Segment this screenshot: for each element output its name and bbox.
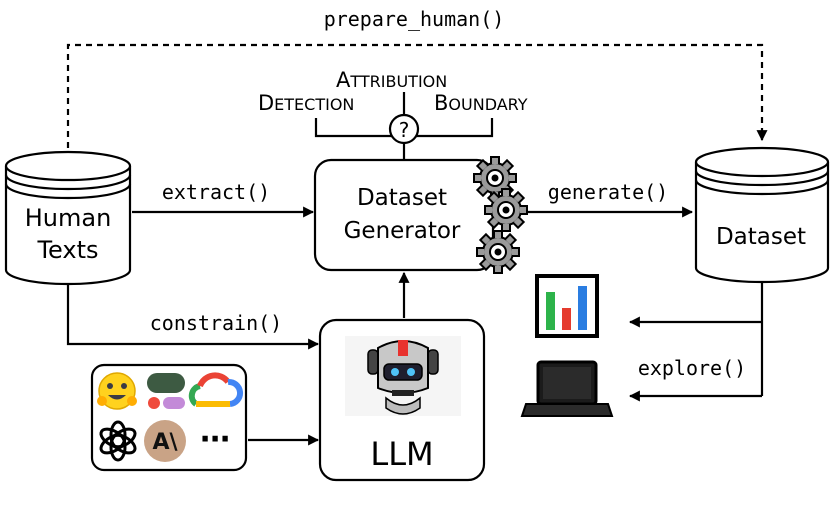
task-boundary: BOUNDARY <box>434 91 528 115</box>
svg-text:A\: A\ <box>152 430 178 455</box>
constrain-label: constrain() <box>150 311 282 335</box>
more-providers: ⋯ <box>200 422 230 457</box>
task-detection: DETECTION <box>258 91 354 115</box>
anthropic-icon: A\ <box>144 420 186 462</box>
generate-label: generate() <box>548 180 668 204</box>
human-texts-database-icon <box>4 150 132 286</box>
google-cloud-icon <box>188 372 244 407</box>
dataset-label: Dataset <box>716 224 806 250</box>
huggingface-icon <box>97 372 137 410</box>
google-icon <box>147 373 185 409</box>
question-icon <box>388 113 420 145</box>
human-texts-label-line1: Human <box>25 204 112 232</box>
openai-icon <box>99 420 137 462</box>
explore-label: explore() <box>638 356 746 380</box>
llm-label: LLM <box>370 435 433 473</box>
gear-icon <box>484 188 528 232</box>
human-texts-label-line2: Texts <box>36 236 98 264</box>
dataset-generator-box <box>313 158 495 272</box>
robot-icon <box>345 336 461 416</box>
bar-chart-icon <box>535 274 599 338</box>
laptop-icon <box>520 360 614 417</box>
extract-label: extract() <box>162 180 270 204</box>
prepare-human-label: prepare_human() <box>324 7 505 31</box>
question-mark: ? <box>399 118 410 142</box>
dataset-database-icon <box>694 146 830 284</box>
task-attribution: ATTRIBUTION <box>336 68 447 92</box>
gear-icon <box>476 230 520 274</box>
dataset-generator-label-line1: Dataset <box>357 185 447 211</box>
constrain-arrow <box>66 285 320 350</box>
dataset-generator-label-line2: Generator <box>344 218 461 244</box>
